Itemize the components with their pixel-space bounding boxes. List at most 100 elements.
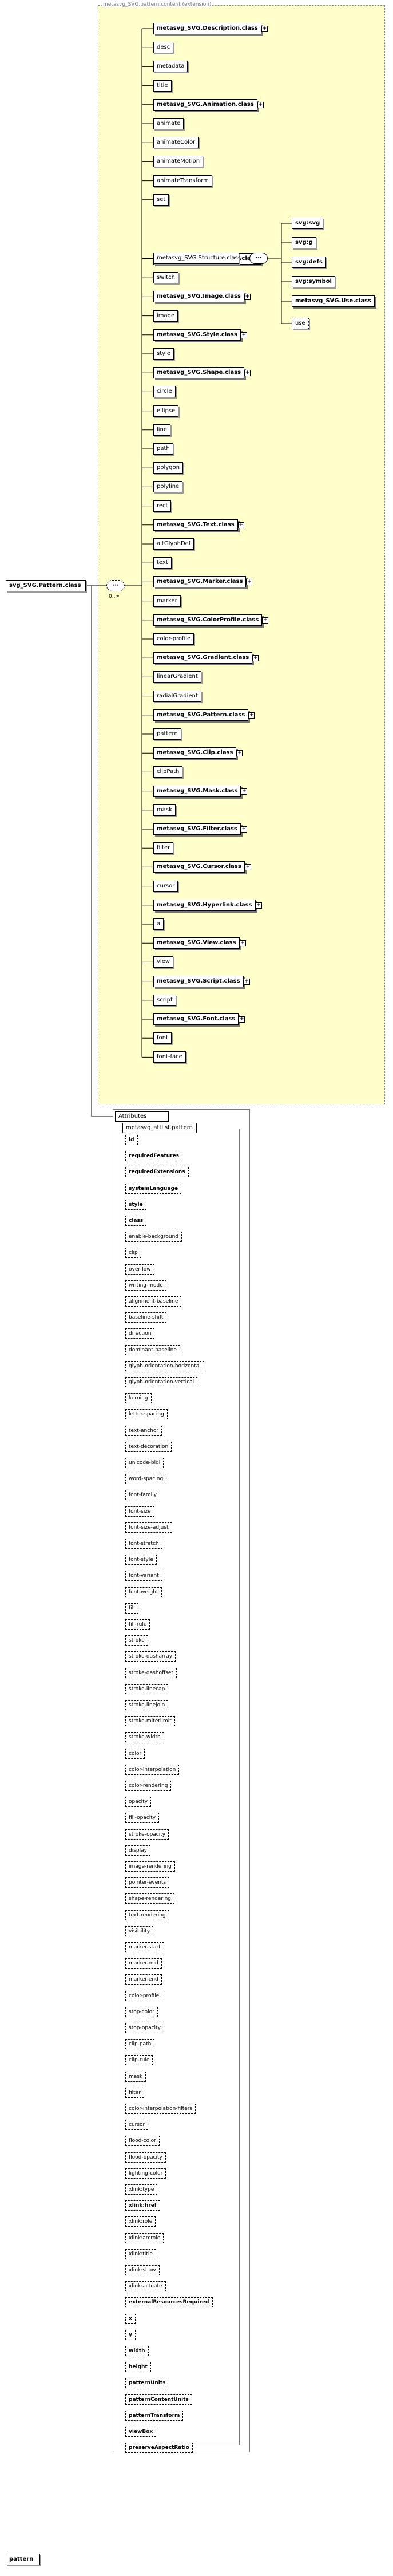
attribute-node[interactable]: letter-spacing — [125, 1409, 168, 1420]
attribute-node[interactable]: marker-mid — [125, 1958, 162, 1969]
attribute-node[interactable]: fill — [125, 1603, 138, 1614]
attribute-node[interactable]: xlink:show — [125, 2265, 160, 2275]
class-group-node[interactable]: metasvg_SVG.Description.class+ — [153, 23, 268, 34]
attribute-node[interactable]: text-rendering — [125, 1910, 169, 1920]
expand-icon[interactable]: + — [244, 370, 251, 377]
attribute-node[interactable]: color-interpolation-filters — [125, 2104, 196, 2114]
attribute-node[interactable]: pointer-events — [125, 1877, 170, 1888]
attribute-node[interactable]: fill-rule — [125, 1619, 150, 1630]
expand-icon[interactable]: + — [237, 522, 244, 528]
attr-group-node[interactable]: metasvg_attlist.pattern — [122, 1123, 197, 1133]
expand-icon[interactable]: + — [243, 978, 250, 985]
attribute-node[interactable]: text-decoration — [125, 1441, 172, 1452]
attribute-node[interactable]: stroke-opacity — [125, 1829, 169, 1840]
attribute-node[interactable]: color-interpolation — [125, 1764, 180, 1775]
attribute-node[interactable]: requiredExtensions — [125, 1167, 189, 1178]
attribute-node[interactable]: unicode-bidi — [125, 1458, 164, 1468]
class-group-node[interactable]: metasvg_SVG.Script.class+ — [153, 975, 250, 987]
attribute-node[interactable]: stroke-linejoin — [125, 1700, 169, 1710]
class-group-node[interactable]: metasvg_SVG.Hyperlink.class+ — [153, 899, 262, 911]
attribute-node[interactable]: x — [125, 2313, 136, 2324]
sequence-compositor[interactable]: ··· — [106, 580, 125, 591]
attribute-node[interactable]: direction — [125, 1328, 155, 1339]
class-group-node[interactable]: metasvg_SVG.Mask.class+ — [153, 785, 248, 797]
element-node[interactable]: filter — [153, 842, 174, 854]
class-group-node[interactable]: metasvg_SVG.Filter.class+ — [153, 823, 247, 835]
expand-icon[interactable]: + — [244, 864, 251, 871]
attribute-node[interactable]: class — [125, 1216, 147, 1226]
element-node[interactable]: animateColor — [153, 137, 199, 149]
attribute-node[interactable]: flood-opacity — [125, 2152, 166, 2163]
attribute-node[interactable]: xlink:title — [125, 2248, 156, 2259]
attribute-node[interactable]: opacity — [125, 1797, 152, 1808]
attribute-node[interactable]: xlink:role — [125, 2216, 156, 2227]
expand-icon[interactable]: + — [255, 902, 262, 909]
element-node[interactable]: font-face — [153, 1051, 186, 1063]
expand-icon[interactable]: + — [248, 712, 255, 719]
expand-icon[interactable]: + — [236, 750, 243, 757]
element-node[interactable]: image — [153, 310, 178, 322]
attribute-node[interactable]: color-rendering — [125, 1781, 172, 1791]
element-node[interactable]: mask — [153, 804, 176, 816]
attribute-node[interactable]: requiredFeatures — [125, 1151, 183, 1162]
element-node[interactable]: path — [153, 443, 173, 455]
attribute-node[interactable]: cursor — [125, 2120, 149, 2131]
expand-icon[interactable]: + — [262, 617, 269, 624]
attribute-node[interactable]: mask — [125, 2071, 146, 2082]
attribute-node[interactable]: style — [125, 1199, 146, 1210]
attribute-node[interactable]: y — [125, 2329, 136, 2340]
attribute-node[interactable]: stroke-dashoffset — [125, 1667, 177, 1678]
attribute-node[interactable]: shape-rendering — [125, 1893, 175, 1904]
attribute-node[interactable]: height — [125, 2362, 151, 2373]
element-node[interactable]: font — [153, 1032, 172, 1044]
element-node[interactable]: title — [153, 80, 172, 92]
attribute-node[interactable]: kerning — [125, 1393, 152, 1404]
structure-sequence[interactable]: ··· — [249, 253, 268, 264]
attribute-node[interactable]: marker-start — [125, 1942, 164, 1952]
element-node[interactable]: ellipse — [153, 405, 179, 417]
expand-icon[interactable]: + — [239, 940, 246, 947]
attribute-node[interactable]: patternTransform — [125, 2410, 184, 2421]
class-group-node[interactable]: metasvg_SVG.Image.class+ — [153, 291, 251, 303]
structure-child-node[interactable]: svg:svg — [292, 218, 324, 229]
attribute-node[interactable]: viewBox — [125, 2427, 157, 2437]
attribute-node[interactable]: fill-opacity — [125, 1813, 160, 1824]
attribute-node[interactable]: font-stretch — [125, 1539, 162, 1549]
attribute-node[interactable]: stroke-dasharray — [125, 1651, 176, 1662]
attribute-node[interactable]: overflow — [125, 1264, 154, 1275]
attribute-node[interactable]: xlink:type — [125, 2184, 158, 2195]
attribute-node[interactable]: font-family — [125, 1490, 160, 1501]
class-group-node[interactable]: metasvg_SVG.Marker.class+ — [153, 576, 253, 588]
expand-icon[interactable]: + — [261, 26, 268, 32]
element-node[interactable]: polygon — [153, 462, 183, 474]
structure-child-node[interactable]: svg:symbol — [292, 276, 335, 287]
expand-icon[interactable]: + — [244, 294, 251, 301]
attribute-node[interactable]: xlink:arcrole — [125, 2232, 164, 2243]
element-node[interactable]: linearGradient — [153, 671, 201, 683]
attribute-node[interactable]: font-size-adjust — [125, 1522, 172, 1533]
class-group-node[interactable]: metasvg_SVG.Pattern.class+ — [153, 709, 255, 721]
element-node[interactable]: cursor — [153, 880, 178, 892]
element-node[interactable]: color-profile — [153, 633, 194, 645]
attribute-node[interactable]: color — [125, 1748, 145, 1759]
element-node[interactable]: metadata — [153, 61, 188, 73]
structure-child-node[interactable]: use — [292, 318, 309, 329]
attribute-node[interactable]: writing-mode — [125, 1280, 166, 1291]
attribute-node[interactable]: word-spacing — [125, 1474, 167, 1485]
element-node[interactable]: desc — [153, 42, 174, 54]
attribute-node[interactable]: filter — [125, 2087, 144, 2098]
attribute-node[interactable]: externalResourcesRequired — [125, 2297, 213, 2308]
class-group-node[interactable]: metasvg_SVG.Clip.class+ — [153, 747, 243, 759]
attribute-node[interactable]: stroke — [125, 1635, 148, 1646]
attribute-node[interactable]: clip — [125, 1248, 141, 1259]
attribute-node[interactable]: preserveAspectRatio — [125, 2443, 193, 2453]
class-group-node[interactable]: metasvg_SVG.Text.class+ — [153, 519, 244, 531]
attribute-node[interactable]: patternUnits — [125, 2378, 169, 2389]
root-element-node[interactable]: svg_SVG.Pattern.class — [6, 580, 86, 591]
attribute-node[interactable]: flood-color — [125, 2136, 160, 2147]
attribute-node[interactable]: clip-rule — [125, 2055, 153, 2066]
expand-icon[interactable]: + — [257, 101, 264, 108]
class-group-node[interactable]: metasvg_SVG.Shape.class+ — [153, 367, 251, 379]
element-node[interactable]: altGlyphDef — [153, 538, 194, 550]
element-node[interactable]: line — [153, 424, 171, 436]
